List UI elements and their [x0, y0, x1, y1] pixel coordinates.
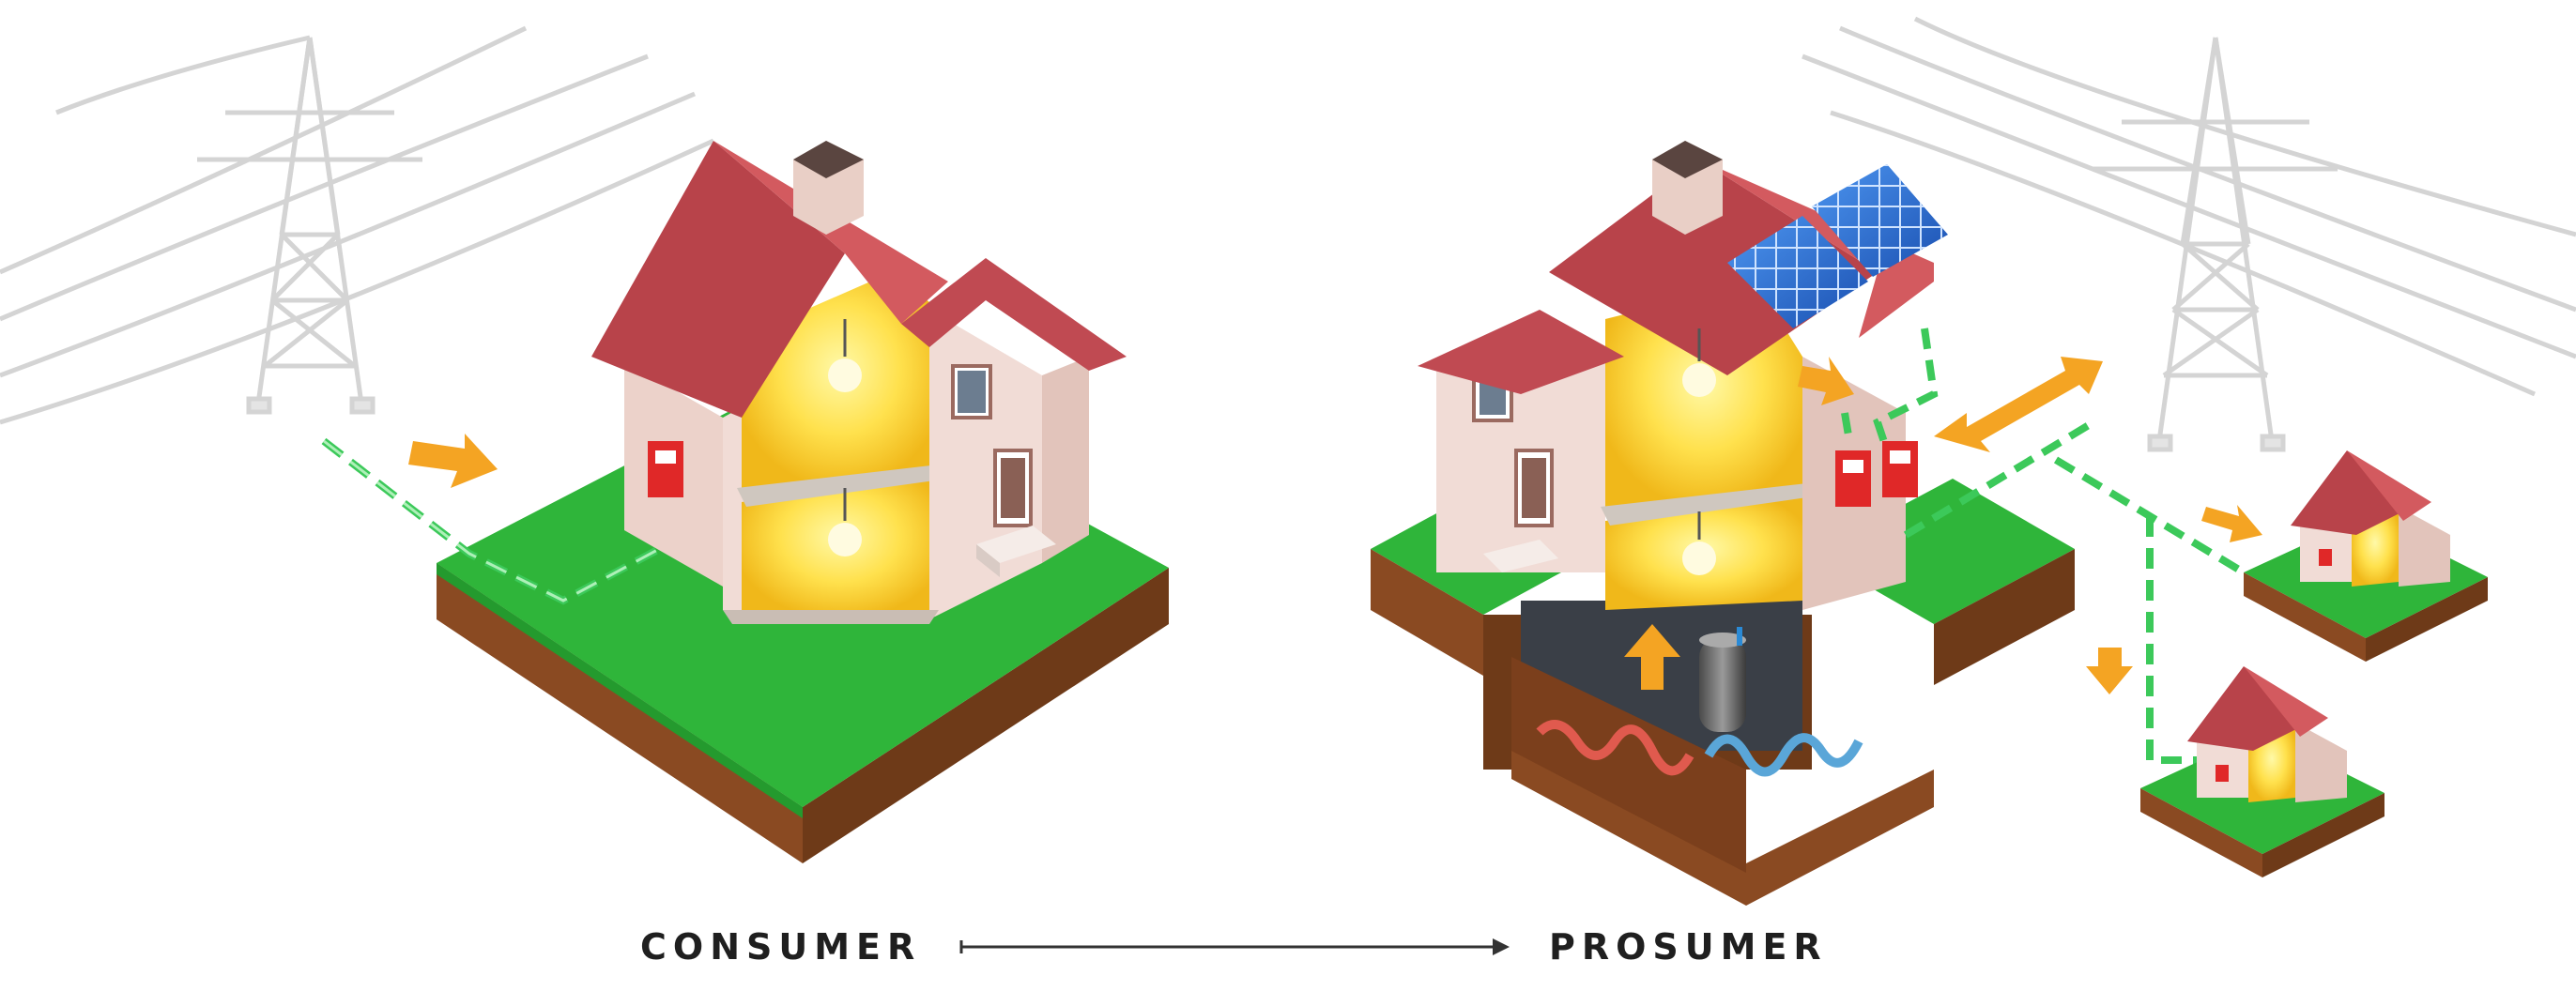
arrow-right-icon [2201, 505, 2262, 542]
solar-feed-line [1841, 328, 1939, 452]
heat-pipe-hot [1536, 720, 1694, 776]
light-bulb-icon [828, 319, 862, 392]
prosumer-house [1371, 141, 2075, 906]
consumer-label: CONSUMER [640, 926, 922, 968]
arrow-up-icon [1624, 624, 1680, 690]
roof [591, 141, 845, 418]
neighbor-house [2244, 450, 2488, 662]
light-bulb-icon [828, 488, 862, 556]
arrow-right-icon [408, 434, 498, 488]
grid-connection-line [1903, 419, 2253, 764]
heat-pump-icon [1699, 627, 1746, 732]
electricity-meter-icon [648, 441, 683, 497]
heat-pipe-cold [1704, 733, 1863, 777]
power-pylon-icon [1802, 16, 2576, 452]
consumer-house [321, 141, 1169, 863]
power-pylon-icon [0, 25, 715, 425]
bidirectional-arrow-icon [1934, 357, 2103, 452]
arrow-down-icon [1798, 357, 1854, 405]
solar-panel-icon [1727, 164, 1948, 328]
light-bulb-icon [1682, 511, 1716, 575]
prosumer-label: PROSUMER [1549, 926, 1828, 968]
arrow-down-icon [2086, 648, 2133, 694]
neighbor-house [2140, 666, 2384, 877]
light-bulb-icon [1682, 328, 1716, 397]
arrow-right-icon [959, 938, 1510, 955]
electricity-meter-icon [1835, 441, 1918, 507]
